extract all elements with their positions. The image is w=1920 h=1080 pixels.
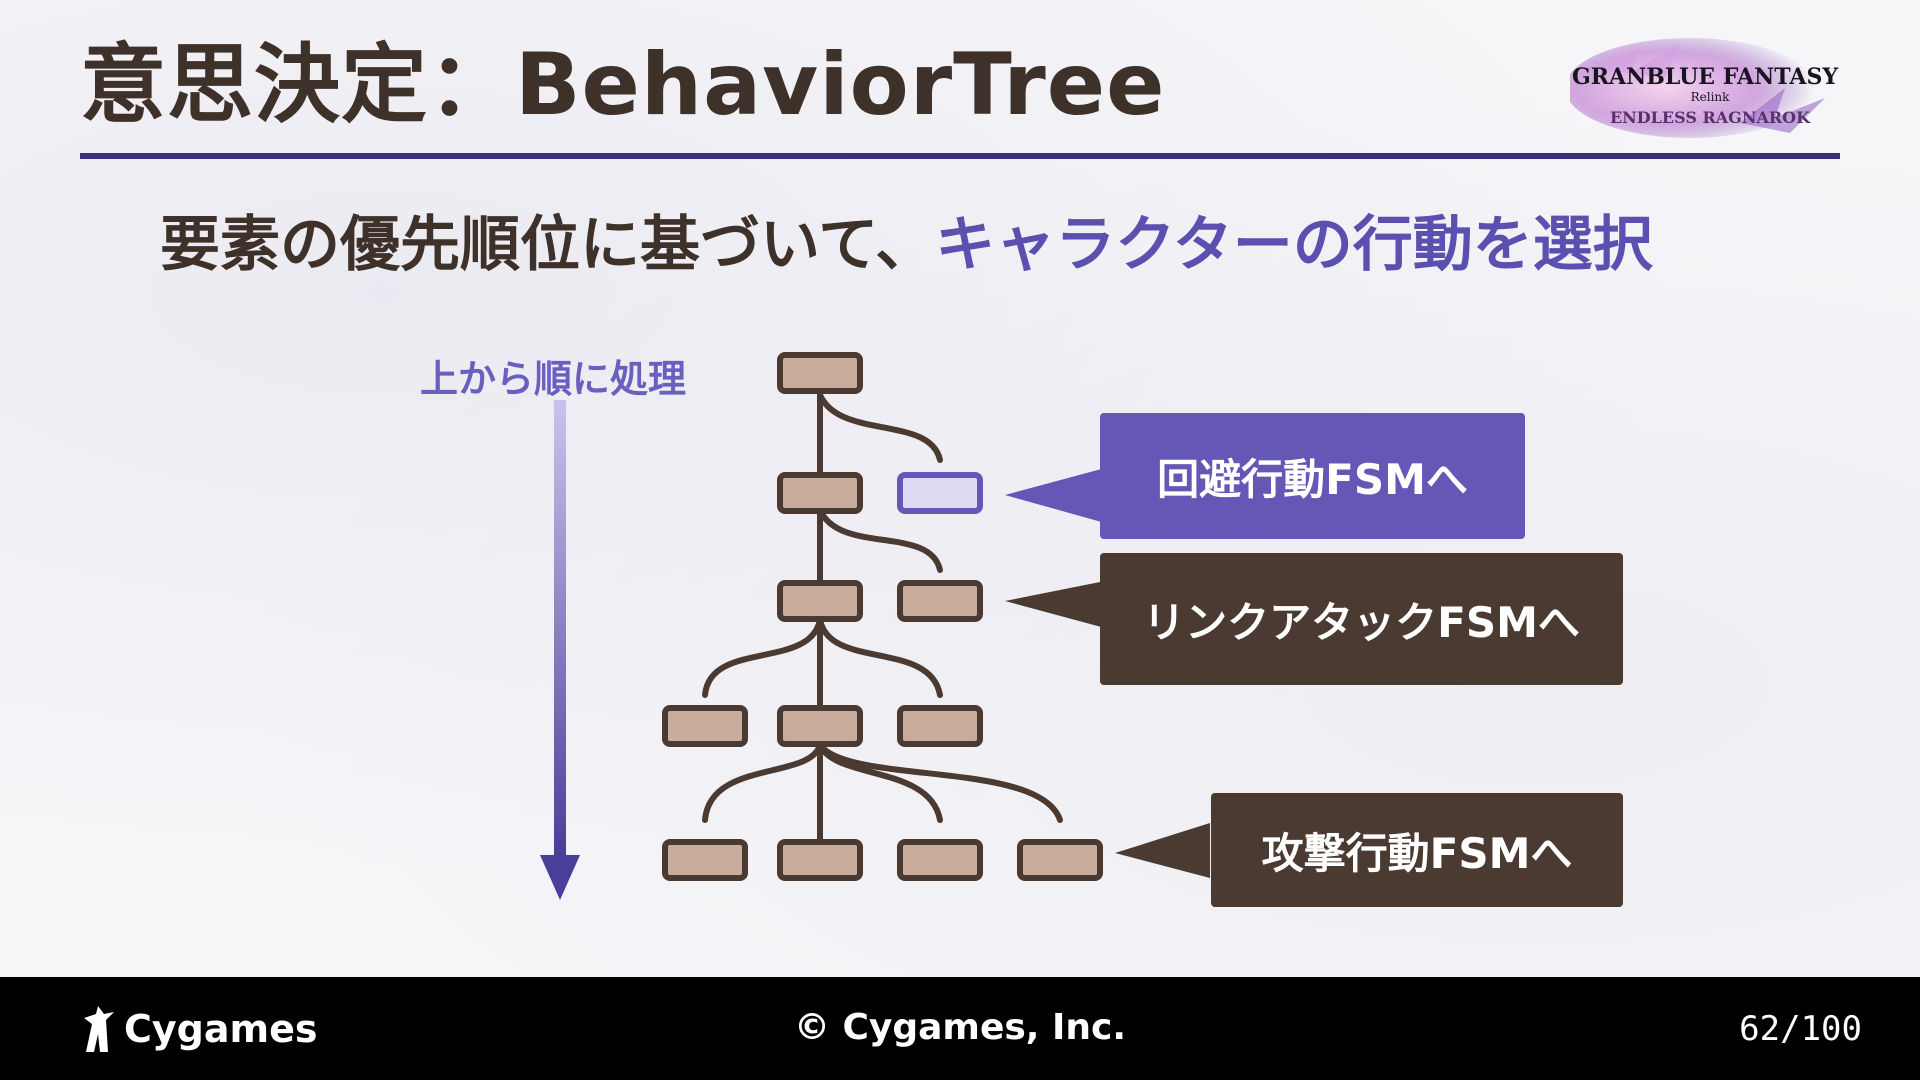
processing-order-label: 上から順に処理	[420, 357, 687, 401]
footer-bar: Cygames © Cygames, Inc. 62/100	[0, 977, 1920, 1080]
callout-pointer	[1115, 823, 1210, 878]
tree-node	[897, 705, 983, 747]
tree-node	[777, 580, 863, 622]
tree-node	[662, 839, 748, 881]
slide-title: 意思決定：BehaviorTree	[80, 35, 1166, 135]
copyright-text: © Cygames, Inc.	[793, 1007, 1127, 1048]
tree-node	[777, 705, 863, 747]
tree-node	[777, 839, 863, 881]
brand-name: Cygames	[124, 1007, 318, 1051]
tree-node	[662, 705, 748, 747]
tree-node-root	[777, 352, 863, 394]
callout-dodge-label: 回避行動FSMへ	[1100, 413, 1525, 539]
tree-node	[897, 839, 983, 881]
slide-subtitle: 要素の優先順位に基づいて、キャラクターの行動を選択	[160, 196, 1760, 283]
callout-pointer	[1005, 468, 1105, 523]
tree-node-dodge	[897, 472, 983, 514]
tree-node-link-attack	[897, 580, 983, 622]
logo-line1: GRANBLUE FANTASY	[1572, 64, 1838, 90]
callout-attack: 攻撃行動FSMへ	[1115, 793, 1623, 909]
logo-line2: Relink	[1691, 90, 1731, 104]
subtitle-main: 要素の優先順位に基づいて、	[160, 210, 936, 280]
logo-line3: ENDLESS RAGNAROK	[1610, 108, 1811, 127]
cygames-brand: Cygames	[78, 999, 318, 1059]
callout-link-attack: リンクアタックFSMへ	[1005, 553, 1623, 685]
title-divider	[80, 153, 1840, 159]
tree-node	[777, 472, 863, 514]
callout-pointer	[1005, 581, 1105, 628]
page-number: 62/100	[1739, 1009, 1862, 1049]
callout-attack-label: 攻撃行動FSMへ	[1211, 793, 1623, 907]
game-logo: GRANBLUE FANTASY Relink ENDLESS RAGNAROK	[1570, 38, 1838, 138]
subtitle-accent: キャラクターの行動を選択	[935, 210, 1653, 280]
down-arrow-icon	[540, 400, 580, 900]
tree-node-attack	[1017, 839, 1103, 881]
cygames-logo-icon	[84, 1006, 114, 1052]
callout-link-attack-label: リンクアタックFSMへ	[1100, 553, 1623, 685]
callout-dodge: 回避行動FSMへ	[1005, 413, 1525, 543]
slide: 意思決定：BehaviorTree GRANBLUE FANTASY Relin…	[0, 0, 1920, 977]
behavior-tree-diagram	[662, 352, 1103, 881]
